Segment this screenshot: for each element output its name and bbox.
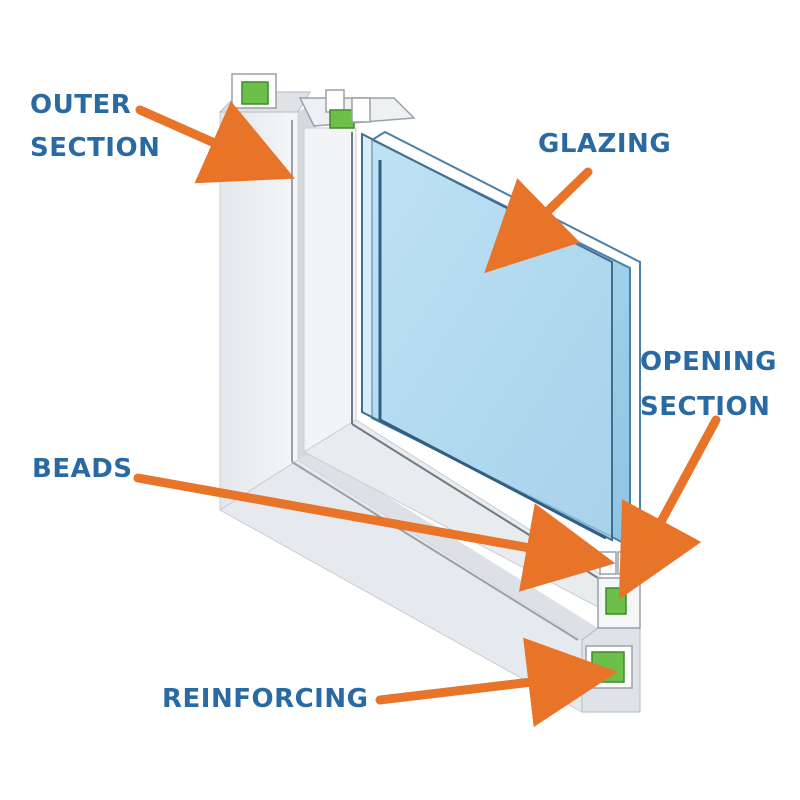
arrow-beads	[133, 473, 616, 592]
label-beads: BEADS	[32, 454, 133, 484]
reinforcement-top-outer	[241, 81, 269, 105]
label-opening-section: OPENING SECTION	[640, 347, 777, 422]
reinforcement-bottom-sash	[605, 587, 627, 615]
label-outer-section: OUTER SECTION	[30, 90, 161, 163]
arrow-outer-section	[135, 100, 295, 184]
reinforcement-top-sash	[329, 109, 355, 129]
reinforcement-bottom-outer	[591, 651, 625, 683]
bead-profile	[599, 551, 617, 575]
label-reinforcing: REINFORCING	[162, 684, 369, 714]
arrow-reinforcing	[375, 637, 618, 728]
label-glazing: GLAZING	[538, 129, 672, 159]
arrow-opening-section	[618, 415, 721, 600]
callout-arrows	[133, 100, 721, 728]
arrow-glazing	[484, 167, 593, 274]
